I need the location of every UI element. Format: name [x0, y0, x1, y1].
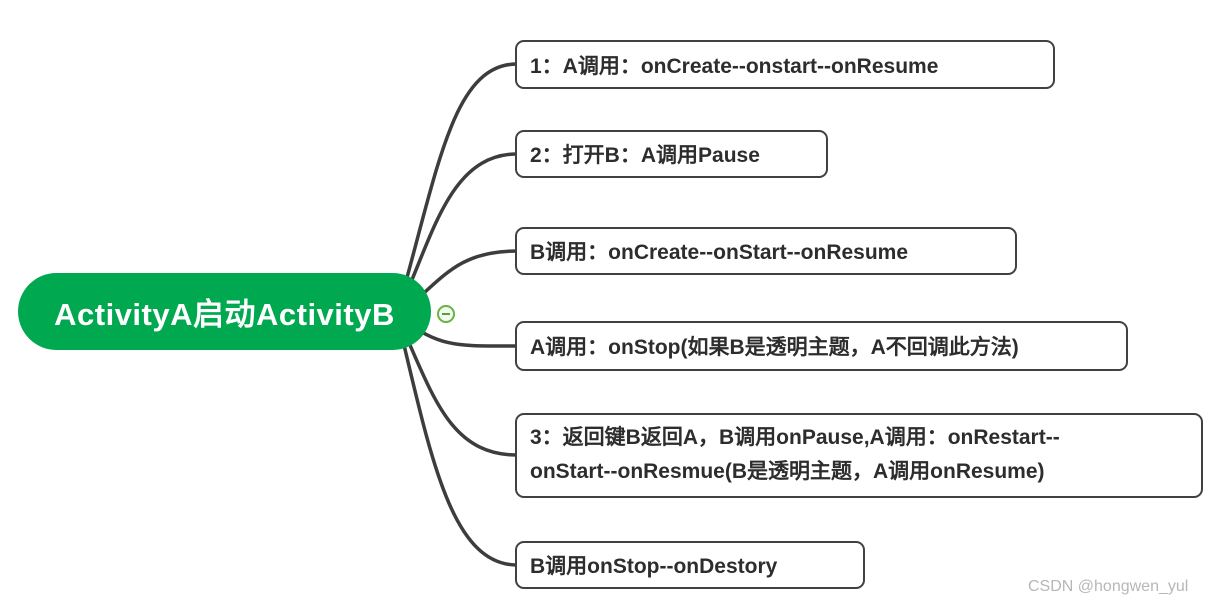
- topic-label: B调用：onCreate--onStart--onResume: [530, 241, 909, 264]
- topic-label: 1：A调用：onCreate--onstart--onResume: [530, 54, 939, 78]
- root-topic[interactable]: ActivityA启动ActivityB: [18, 273, 431, 350]
- topic-node-4[interactable]: A调用：onStop(如果B是透明主题，A不回调此方法): [515, 321, 1128, 371]
- topic-node-2[interactable]: 2：打开B：A调用Pause: [515, 130, 828, 178]
- topic-label: 3：返回键B返回A，B调用onPause,A调用：onRestart-- onS…: [530, 415, 1060, 489]
- topic-node-1[interactable]: 1：A调用：onCreate--onstart--onResume: [515, 40, 1055, 89]
- topic-label: A调用：onStop(如果B是透明主题，A不回调此方法): [530, 336, 1019, 359]
- topic-node-3[interactable]: B调用：onCreate--onStart--onResume: [515, 227, 1017, 275]
- collapse-icon[interactable]: [437, 305, 455, 323]
- connector-line-6: [396, 318, 519, 567]
- minus-glyph: [442, 313, 450, 315]
- connector-line-1: [396, 62, 519, 312]
- topic-label: B调用onStop--onDestory: [530, 555, 778, 578]
- topic-node-6[interactable]: B调用onStop--onDestory: [515, 541, 865, 589]
- watermark: CSDN @hongwen_yul: [1028, 578, 1189, 595]
- topic-label: 2：打开B：A调用Pause: [530, 144, 760, 167]
- topic-label-line-1: 3：返回键B返回A，B调用onPause,A调用：onRestart--: [530, 426, 1060, 449]
- topic-label-line-2: onStart--onResmue(B是透明主题，A调用onResume): [530, 460, 1045, 483]
- topic-node-5[interactable]: 3：返回键B返回A，B调用onPause,A调用：onRestart-- onS…: [515, 413, 1203, 498]
